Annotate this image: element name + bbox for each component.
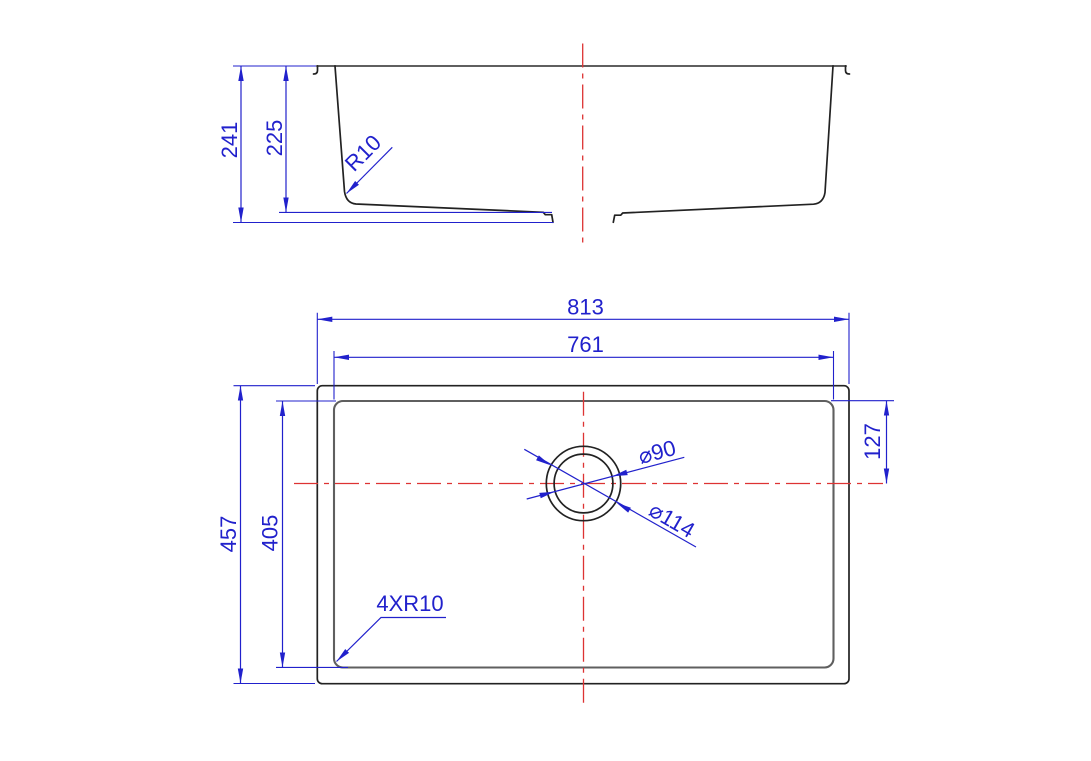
dim-overall-width-extensions [316, 312, 850, 384]
note-corner-radius: 4XR10 [336, 591, 446, 662]
dim-bowl-length-label: 405 [258, 515, 283, 552]
note-bottom-radius-label: R10 [340, 130, 386, 176]
dim-drain-flange-line [524, 448, 697, 548]
dim-overall-length-extensions [233, 385, 315, 685]
dim-bowl-length-extensions [276, 400, 348, 668]
drain-flange-circle [545, 445, 622, 522]
section-right-rim-edge [844, 65, 851, 75]
dim-bowl-depth: 225 [262, 66, 552, 213]
dim-overall-depth-label: 241 [217, 122, 242, 159]
dim-overall-length-label: 457 [216, 516, 241, 553]
dim-overall-depth: 241 [217, 66, 554, 224]
dim-drain-hole-arrow-ne [612, 469, 628, 477]
note-corner-radius-leader [336, 616, 446, 662]
dim-drain-offset: 127 [831, 400, 894, 484]
dim-drain-flange-diameter: ⌀114 [524, 448, 699, 548]
dim-bowl-width-label: 761 [567, 332, 604, 357]
note-bottom-radius: R10 [340, 130, 393, 194]
dim-drain-hole-arrow-sw [539, 491, 555, 499]
note-bottom-radius-leader [346, 146, 393, 194]
dim-drain-hole-label: ⌀90 [636, 435, 679, 469]
dim-drain-flange-arrow-se [616, 502, 631, 513]
plan-view: 813 761 457 405 127 [216, 295, 894, 707]
dim-bowl-depth-label: 225 [262, 120, 287, 157]
dim-bowl-width: 761 [333, 332, 835, 400]
note-corner-radius-label: 4XR10 [376, 591, 443, 616]
section-left-rim-edge [312, 65, 319, 75]
section-right-wall-profile [612, 65, 834, 224]
dim-overall-width-label: 813 [567, 295, 604, 320]
dim-overall-length: 457 [216, 385, 315, 685]
dim-bowl-length: 405 [258, 400, 348, 668]
dim-drain-flange-label: ⌀114 [645, 497, 699, 543]
section-left-wall-profile [334, 65, 554, 224]
drain-hole-circle [553, 453, 614, 514]
section-view: 241 225 R10 [217, 43, 851, 247]
dim-overall-width: 813 [316, 295, 850, 384]
dim-drain-flange-arrow-nw [536, 455, 551, 466]
dim-drain-offset-label: 127 [860, 423, 885, 460]
